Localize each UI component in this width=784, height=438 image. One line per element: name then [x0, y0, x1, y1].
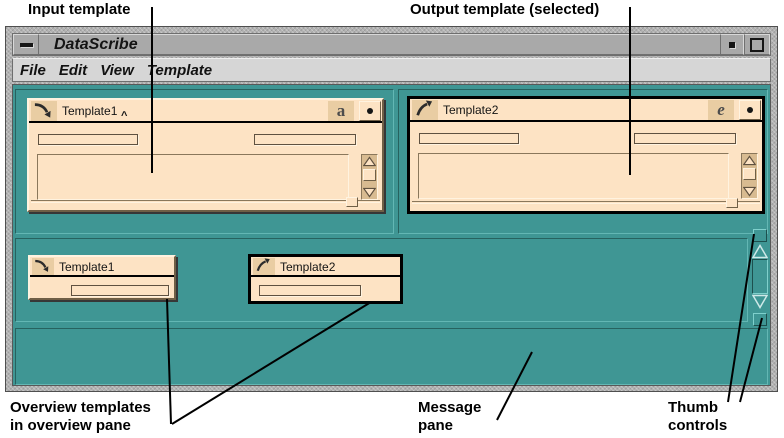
overview-scroll-track[interactable]: [752, 259, 768, 294]
text-mode-button[interactable]: a: [328, 101, 354, 121]
input-template-title: Template1: [62, 104, 118, 118]
scroll-up-icon[interactable]: [363, 156, 376, 167]
input-arrow-icon: [32, 258, 54, 275]
output-template-title: Template2: [443, 103, 499, 117]
horizontal-scroll-thumb[interactable]: [726, 198, 738, 208]
datascribe-window: DataScribe File Edit View Template: [5, 26, 778, 392]
pane-sash-thumb-top[interactable]: [753, 229, 767, 242]
titlebar-drag-area[interactable]: DataScribe: [39, 34, 720, 55]
annotation-overview-line2: in overview pane: [10, 417, 131, 434]
overview-template1-header[interactable]: Template1: [30, 257, 174, 277]
output-arrow-icon: [412, 100, 438, 120]
window-menu-dash-icon: [19, 42, 33, 47]
output-field-left[interactable]: [419, 133, 519, 144]
output-template-pane: [398, 89, 768, 234]
input-vertical-scrollbar[interactable]: [361, 154, 378, 200]
scrollbar-thumb[interactable]: [743, 168, 756, 180]
input-template-header[interactable]: Template1 ^ a: [29, 100, 382, 123]
scroll-down-icon[interactable]: [743, 186, 756, 197]
select-toggle-button[interactable]: [359, 101, 381, 121]
menubar: File Edit View Template: [12, 58, 771, 82]
scrollbar-thumb[interactable]: [363, 169, 376, 181]
overview-template2-header[interactable]: Template2: [251, 257, 400, 277]
menu-template[interactable]: Template: [146, 61, 213, 79]
annotation-input-template: Input template: [28, 1, 131, 18]
annotation-overview-line1: Overview templates: [10, 399, 151, 416]
titlebar[interactable]: DataScribe: [12, 33, 771, 56]
menu-edit[interactable]: Edit: [58, 61, 88, 79]
output-template-widget[interactable]: Template2 e: [407, 96, 765, 214]
window-title: DataScribe: [54, 35, 138, 53]
maximize-button[interactable]: [744, 34, 770, 55]
annotation-overview-templates: Overview templates in overview pane: [10, 399, 151, 435]
horizontal-scroll-groove: [412, 201, 760, 204]
output-template-header[interactable]: Template2 e: [410, 99, 762, 122]
client-area: Template1 ^ a: [12, 84, 771, 386]
select-toggle-button[interactable]: [739, 100, 761, 120]
output-vertical-scrollbar[interactable]: [741, 153, 758, 199]
scroll-up-icon[interactable]: [743, 155, 756, 166]
text-cursor-caret: ^: [121, 110, 128, 122]
output-arrow-icon: [253, 258, 275, 275]
menu-view[interactable]: View: [100, 61, 134, 79]
overview-template1-title: Template1: [59, 260, 115, 274]
scroll-down-icon[interactable]: [363, 187, 376, 198]
annotation-message-pane: Message pane: [418, 399, 481, 435]
dot-icon: [367, 108, 373, 114]
overview-template1[interactable]: Template1: [28, 255, 176, 300]
message-pane: [15, 328, 768, 385]
annotation-thumb-line1: Thumb: [668, 399, 718, 416]
input-template-widget[interactable]: Template1 ^ a: [27, 98, 384, 212]
input-field-right[interactable]: [254, 134, 356, 145]
input-text-area[interactable]: [37, 154, 349, 200]
output-text-area[interactable]: [418, 153, 729, 199]
annotation-output-template: Output template (selected): [410, 1, 600, 18]
input-template-pane: [15, 89, 394, 234]
horizontal-scroll-groove: [31, 200, 380, 203]
pane-sash-thumb-bottom[interactable]: [753, 313, 767, 326]
overview-template1-field[interactable]: [71, 285, 169, 296]
menu-file[interactable]: File: [20, 61, 46, 79]
horizontal-scroll-thumb[interactable]: [346, 197, 358, 207]
minimize-button[interactable]: [720, 34, 744, 55]
annotation-thumb-line2: controls: [668, 417, 728, 434]
text-mode-button[interactable]: e: [708, 100, 734, 120]
input-field-left[interactable]: [38, 134, 138, 145]
overview-template2[interactable]: Template2: [248, 254, 403, 304]
input-arrow-icon: [31, 101, 57, 121]
overview-template2-field[interactable]: [259, 285, 361, 296]
overview-scroll-down-icon[interactable]: [752, 294, 768, 309]
annotation-message-line2: pane: [418, 417, 454, 434]
overview-scroll-up-icon[interactable]: [752, 244, 768, 259]
window-menu-button[interactable]: [13, 34, 39, 55]
annotation-message-line1: Message: [418, 399, 482, 416]
minimize-icon: [729, 41, 735, 48]
annotation-thumb-controls: Thumb controls: [668, 399, 727, 435]
dot-icon: [747, 107, 753, 113]
overview-template2-title: Template2: [280, 260, 336, 274]
maximize-icon: [750, 37, 764, 52]
output-field-right[interactable]: [634, 133, 736, 144]
